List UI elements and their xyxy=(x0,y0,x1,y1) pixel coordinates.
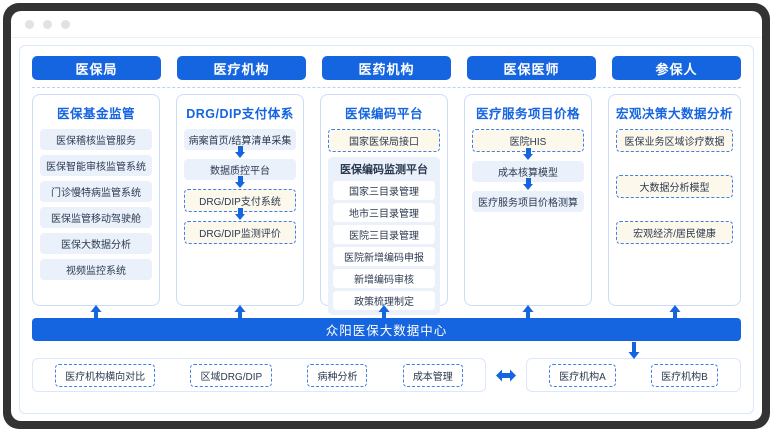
item-national-bureau-interface[interactable]: 国家医保局接口 xyxy=(328,129,440,152)
column-title: 医保基金监管 xyxy=(56,107,135,121)
up-arrow-icon xyxy=(234,305,246,321)
up-arrow-icon xyxy=(669,305,681,321)
subitem-hospital-new-code-apply[interactable]: 医院新增编码申报 xyxy=(333,247,435,266)
item-smart-review-system[interactable]: 医保智能审核监管系统 xyxy=(40,155,152,176)
window-content-area: 医保局 医疗机构 医药机构 医保医师 参保人 医保基金监管 医保稽核监管服务 医… xyxy=(11,11,762,421)
header-pill-insurance-physician[interactable]: 医保医师 xyxy=(467,56,596,80)
maximize-dot-icon[interactable] xyxy=(61,20,70,29)
header-pill-insured-person[interactable]: 参保人 xyxy=(612,56,741,80)
column-insurance-coding-platform: 医保编码平台 国家医保局接口 医保编码监测平台 国家三目录管理 地市三目录管理 … xyxy=(320,94,448,321)
chip-regional-drg-dip[interactable]: 区域DRG/DIP xyxy=(190,363,273,387)
columns-container: 医保基金监管 医保稽核监管服务 医保智能审核监管系统 门诊慢特病监管系统 医保监… xyxy=(32,94,742,321)
item-macro-economy-resident-health[interactable]: 宏观经济/居民健康 xyxy=(616,221,734,244)
subitem-national-catalog[interactable]: 国家三目录管理 xyxy=(333,181,435,200)
column-title: 医保编码平台 xyxy=(344,107,423,121)
item-video-monitor-system[interactable]: 视频监控系统 xyxy=(40,259,152,280)
up-arrow-icon xyxy=(90,305,102,321)
close-dot-icon[interactable] xyxy=(25,20,34,29)
item-audit-supervision-service[interactable]: 医保稽核监管服务 xyxy=(40,129,152,150)
chip-disease-analysis[interactable]: 病种分析 xyxy=(307,363,368,387)
column-service-item-price: 医疗服务项目价格 医院HIS 成本核算模型 医疗服务项目价格测算 xyxy=(464,94,592,321)
subpanel-title: 医保编码监测平台 xyxy=(340,164,428,176)
header-divider xyxy=(32,87,741,88)
item-drg-dip-monitor-evaluation[interactable]: DRG/DIP监测评价 xyxy=(184,221,296,244)
header-pill-pharmacy-institution[interactable]: 医药机构 xyxy=(322,56,451,80)
item-bigdata-analysis[interactable]: 医保大数据分析 xyxy=(40,233,152,254)
item-service-price-calculation[interactable]: 医疗服务项目价格测算 xyxy=(472,191,584,212)
column-title: 医疗服务项目价格 xyxy=(475,107,580,121)
window-titlebar xyxy=(11,11,762,38)
minimize-dot-icon[interactable] xyxy=(43,20,52,29)
chip-institution-a[interactable]: 医疗机构A xyxy=(549,363,616,387)
item-mobile-cockpit[interactable]: 医保监管移动驾驶舱 xyxy=(40,207,152,228)
item-bigdata-analysis-model[interactable]: 大数据分析模型 xyxy=(616,175,734,198)
stakeholder-header-row: 医保局 医疗机构 医药机构 医保医师 参保人 xyxy=(32,56,741,80)
institution-chip-group: 医疗机构A 医疗机构B xyxy=(526,342,741,392)
bottom-row: 医疗机构横向对比 区域DRG/DIP 病种分析 成本管理 医疗机构A 医疗机构B xyxy=(32,342,741,392)
analysis-chip-group: 医疗机构横向对比 区域DRG/DIP 病种分析 成本管理 xyxy=(32,358,486,392)
chip-institution-b[interactable]: 医疗机构B xyxy=(651,363,718,387)
double-arrow-horizontal-icon xyxy=(495,369,517,382)
browser-window-frame: 医保局 医疗机构 医药机构 医保医师 参保人 医保基金监管 医保稽核监管服务 医… xyxy=(3,3,770,429)
subitem-city-catalog[interactable]: 地市三目录管理 xyxy=(333,203,435,222)
subitem-policy-formulation[interactable]: 政策梳理制定 xyxy=(333,291,435,310)
subitem-new-code-review[interactable]: 新增编码审核 xyxy=(333,269,435,288)
item-data-quality-platform[interactable]: 数据质控平台 xyxy=(184,159,296,180)
subitem-hospital-catalog[interactable]: 医院三目录管理 xyxy=(333,225,435,244)
chip-institution-comparison[interactable]: 医疗机构横向对比 xyxy=(55,363,156,387)
arrow-down-icon xyxy=(628,342,640,359)
up-arrow-icon xyxy=(378,305,390,321)
header-pill-medical-institution[interactable]: 医疗机构 xyxy=(177,56,306,80)
item-case-home-page-collection[interactable]: 病案首页/结算清单采集 xyxy=(184,129,296,150)
column-title: DRG/DIP支付体系 xyxy=(186,107,294,121)
data-center-banner[interactable]: 众阳医保大数据中心 xyxy=(32,318,741,341)
architecture-diagram-board: 医保局 医疗机构 医药机构 医保医师 参保人 医保基金监管 医保稽核监管服务 医… xyxy=(19,45,754,414)
item-regional-treatment-data[interactable]: 医保业务区域诊疗数据 xyxy=(616,129,734,152)
chip-cost-management[interactable]: 成本管理 xyxy=(402,363,463,387)
item-chronic-disease-system[interactable]: 门诊慢特病监管系统 xyxy=(40,181,152,202)
item-cost-accounting-model[interactable]: 成本核算模型 xyxy=(472,161,584,182)
header-pill-medical-insurance-bureau[interactable]: 医保局 xyxy=(32,56,161,80)
column-macro-decision-analysis: 宏观决策大数据分析 医保业务区域诊疗数据 大数据分析模型 宏观经济/居民健康 xyxy=(608,94,742,321)
column-fund-supervision: 医保基金监管 医保稽核监管服务 医保智能审核监管系统 门诊慢特病监管系统 医保监… xyxy=(32,94,160,321)
up-arrow-icon xyxy=(522,305,534,321)
column-drg-dip-payment: DRG/DIP支付体系 病案首页/结算清单采集 数据质控平台 DRG/DIP支付… xyxy=(176,94,304,321)
column-title: 宏观决策大数据分析 xyxy=(616,107,734,121)
subpanel-coding-monitor-platform: 医保编码监测平台 国家三目录管理 地市三目录管理 医院三目录管理 医院新增编码申… xyxy=(328,157,440,315)
